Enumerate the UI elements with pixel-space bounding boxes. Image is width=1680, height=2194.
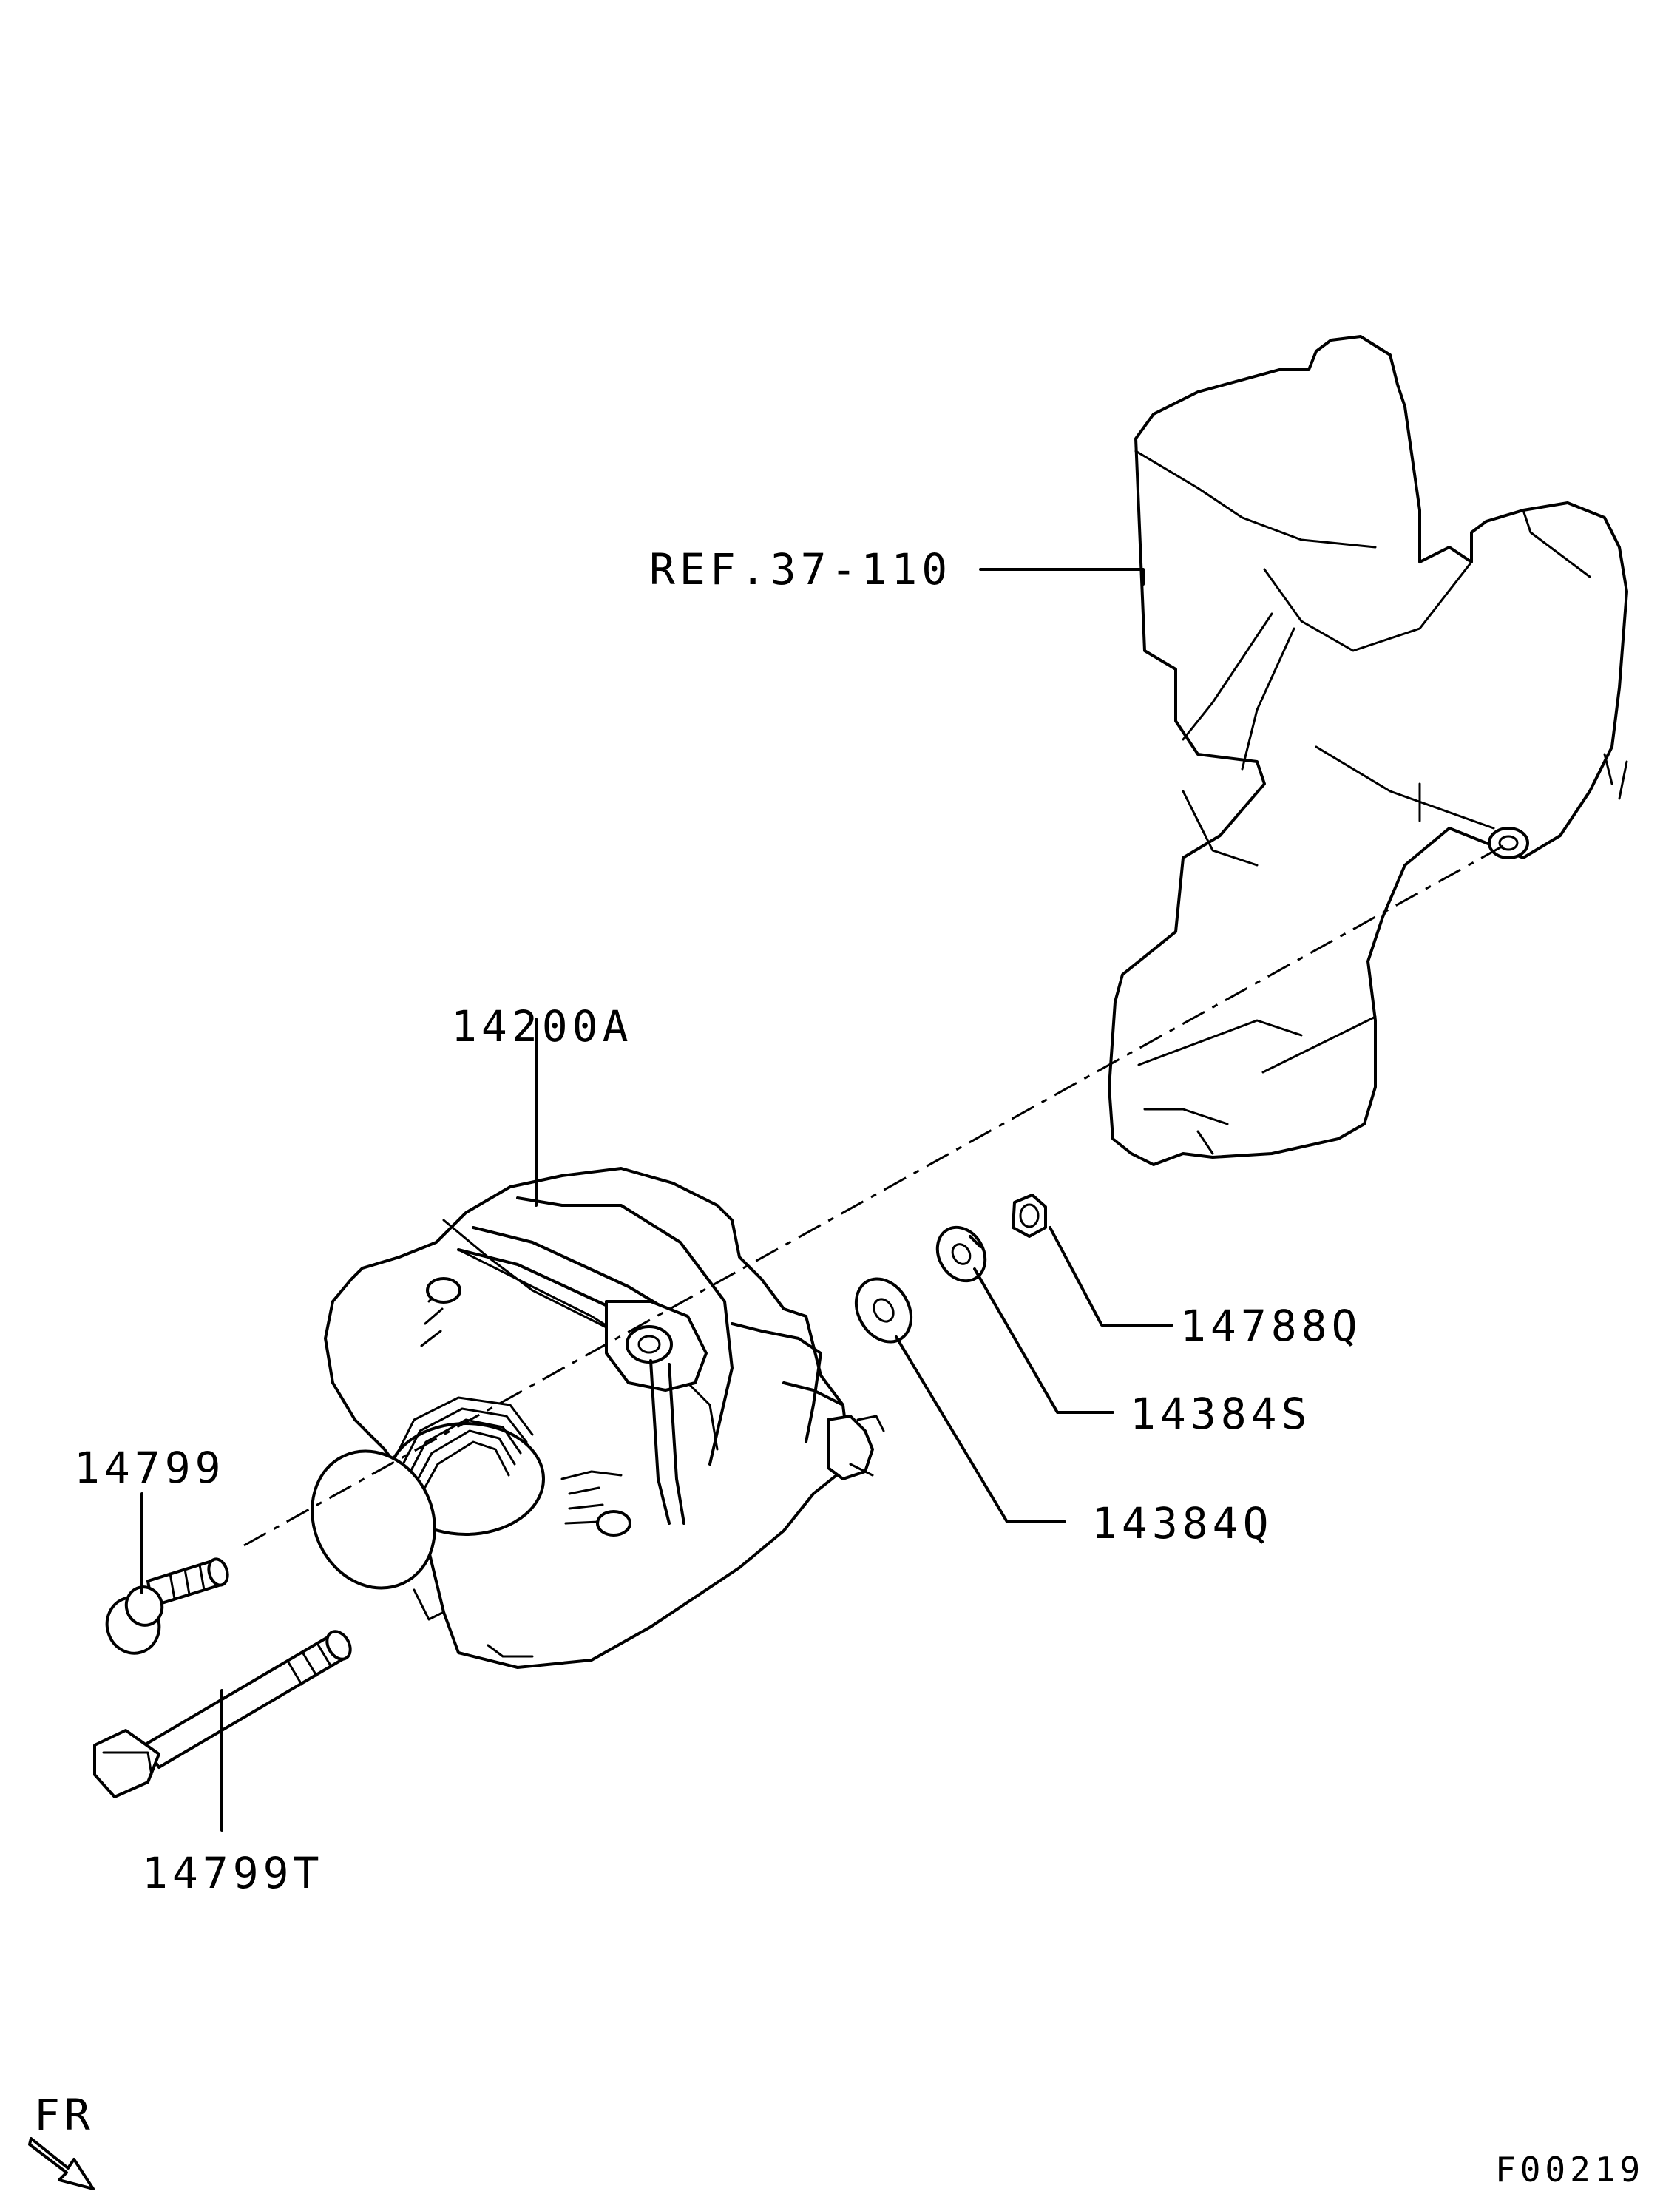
front-arrow-icon (28, 2137, 95, 2190)
label-spring-washer: 14384S (1130, 1389, 1312, 1439)
label-bolt-short: 14799 (74, 1443, 226, 1493)
nut (1012, 1194, 1047, 1238)
centerline (243, 842, 1509, 1547)
label-ref: REF.37-110 (649, 544, 952, 595)
alternator (311, 1167, 885, 1669)
bolt-long (93, 1630, 352, 1798)
washer (854, 1277, 913, 1344)
leader-lines (140, 568, 1173, 1832)
spring-washer (935, 1225, 987, 1283)
label-bolt-long: 14799T (142, 1848, 324, 1898)
figure-code: F00219 (1495, 2150, 1645, 2190)
label-alternator: 14200A (451, 1001, 633, 1052)
label-nut: 14788Q (1180, 1301, 1362, 1351)
label-washer: 14384Q (1091, 1498, 1273, 1548)
engine-bracket (1108, 335, 1628, 1166)
front-indicator: FR (28, 2090, 95, 2190)
bolt-short (105, 1557, 229, 1655)
label-front: FR (34, 2090, 95, 2140)
